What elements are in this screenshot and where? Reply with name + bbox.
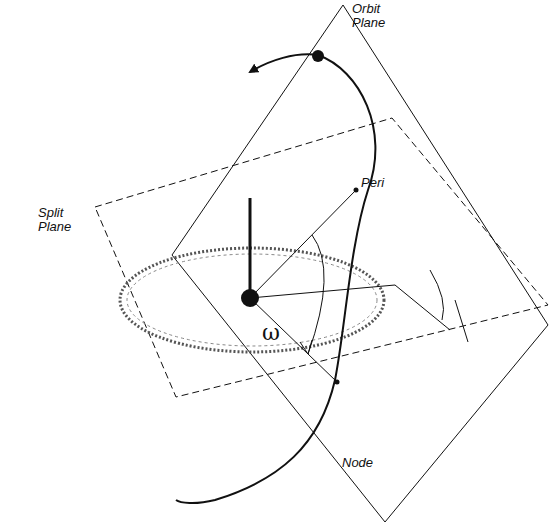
reference-line (395, 285, 450, 330)
reference-line (455, 300, 468, 342)
plane-label: Split Plane (38, 206, 86, 234)
node-dot (335, 380, 340, 385)
plane-label: Orbit Plane (352, 2, 400, 30)
projected-orbit (120, 248, 384, 352)
split-plane (95, 118, 548, 397)
point-label: Node (342, 456, 392, 470)
axis-line (249, 198, 252, 298)
projected-orbit-inner (127, 254, 377, 346)
periastron-dot (354, 188, 359, 193)
primary-star (241, 289, 259, 307)
companion-star (312, 50, 324, 62)
omega-arc (308, 235, 324, 354)
angle-arc (430, 270, 444, 320)
periastron-line (250, 190, 356, 298)
node-line (250, 298, 337, 382)
omega-arc-head (300, 340, 312, 354)
orbit-plane (172, 5, 548, 522)
point-label: Peri (361, 176, 411, 190)
angle-symbol: ω (262, 322, 292, 344)
orbit-direction-arrow (250, 54, 318, 72)
orbit-path (176, 55, 375, 503)
